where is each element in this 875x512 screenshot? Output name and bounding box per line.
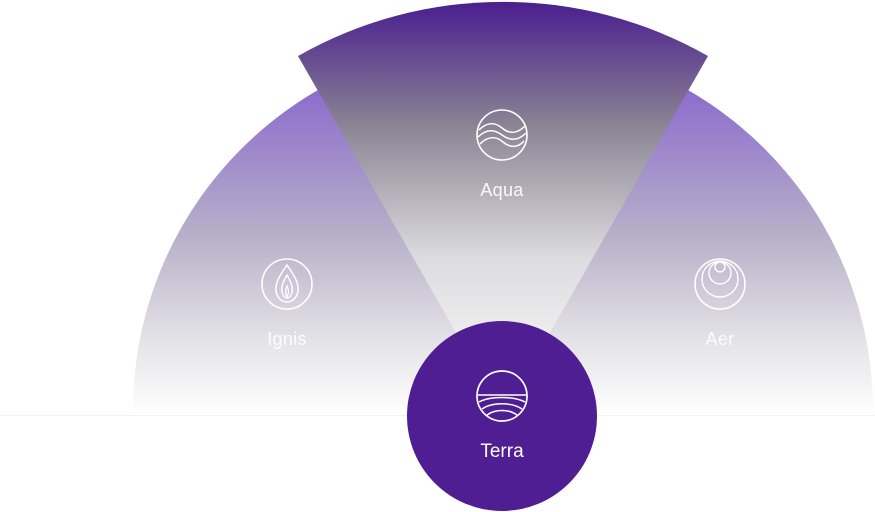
wave-icon bbox=[476, 109, 528, 161]
element-label-aqua: Aqua bbox=[480, 180, 524, 200]
element-label-aer: Aer bbox=[705, 329, 735, 349]
earth-horizon-icon bbox=[476, 370, 528, 422]
air-rings-icon bbox=[694, 258, 746, 310]
element-label-ignis: Ignis bbox=[267, 329, 307, 349]
wedge-aqua[interactable] bbox=[298, 1, 708, 415]
selected-element-terra[interactable]: Terra bbox=[407, 321, 597, 511]
flame-icon bbox=[261, 258, 313, 310]
wedge-ignis[interactable] bbox=[132, 90, 503, 415]
selected-element-label: Terra bbox=[480, 441, 524, 462]
wedge-aer[interactable] bbox=[503, 90, 874, 415]
